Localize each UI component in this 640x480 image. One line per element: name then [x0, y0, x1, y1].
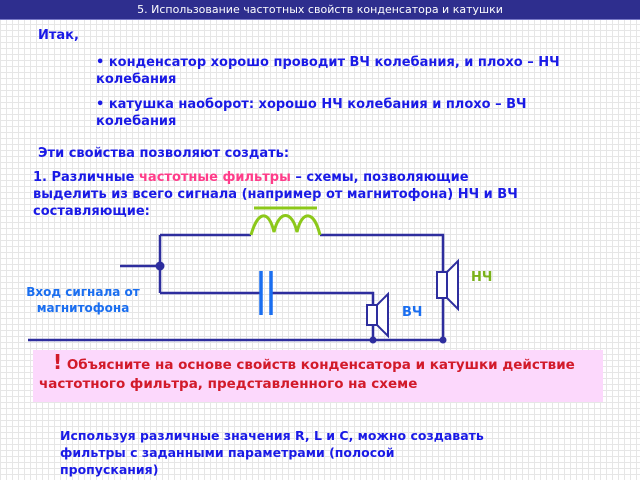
task-note: ! Объясните на основе свойств конденсато…: [33, 350, 603, 402]
bullet-capacitor: • конденсатор хорошо проводит ВЧ колебан…: [96, 55, 560, 87]
item-description: – схемы, позволяющие выделить из всего с…: [33, 170, 518, 219]
item-number: 1. Различные: [33, 170, 139, 185]
top-wire-right: [320, 233, 445, 272]
junction-node-nch: [439, 336, 447, 344]
exclamation-icon: !: [53, 350, 63, 374]
bullet-inductor: • катушка наоборот: хорошо НЧ колебания …: [96, 97, 527, 129]
mid-wire-right: [272, 291, 375, 305]
low-frequency-label: НЧ: [471, 270, 493, 285]
input-signal-label: Вход сигнала от магнитофона: [26, 285, 140, 315]
properties-heading: Эти свойства позволяют создать:: [38, 146, 290, 161]
junction-node: [155, 261, 165, 271]
capacitor-icon: [259, 271, 273, 315]
intro-text: Итак,: [38, 28, 79, 43]
speaker-nch-icon: [436, 258, 459, 312]
item-frequency-filters: 1. Различные частотные фильтры – схемы, …: [33, 169, 533, 220]
high-frequency-label: ВЧ: [402, 305, 423, 320]
speaker-vch-icon: [366, 291, 389, 339]
footer-text: Используя различные значения R, L и C, м…: [60, 428, 484, 477]
task-text: Объясните на основе свойств конденсатора…: [39, 357, 575, 392]
inductor-icon: [249, 206, 322, 236]
junction-node-vch: [369, 336, 377, 344]
slide-title: 5. Использование частотных свойств конде…: [0, 0, 640, 20]
highlight-term: частотные фильтры: [139, 170, 291, 185]
